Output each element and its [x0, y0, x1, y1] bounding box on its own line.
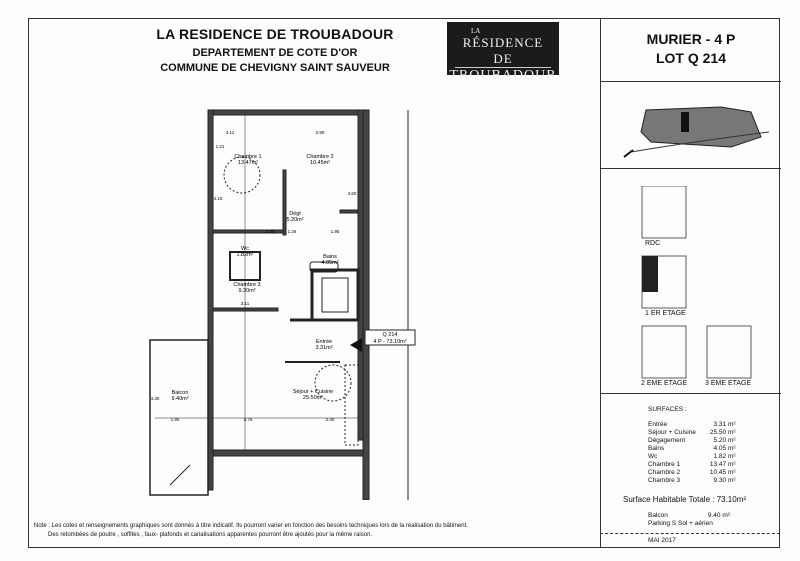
- date: MAI 2017: [648, 537, 676, 544]
- room-label: 3.31m²: [315, 345, 332, 351]
- header: LA RESIDENCE DE TROUBADOUR DEPARTEMENT D…: [150, 26, 400, 74]
- room-label: 9.30m²: [238, 288, 255, 294]
- room-label: Dégt: [289, 211, 301, 217]
- dimension-label: 1.30: [266, 229, 275, 234]
- floor-plan: Chambre 113.47m² Chambre 210.45m² Dégt5.…: [149, 109, 416, 500]
- dimension-label: 1.90: [171, 417, 180, 422]
- residence-title: LA RESIDENCE DE TROUBADOUR: [156, 26, 394, 42]
- balcony-outline: [149, 339, 209, 496]
- room-label: 5.20m²: [286, 217, 303, 223]
- floor-thumbnails: [641, 186, 752, 379]
- dimension-label: 3.11: [226, 130, 235, 135]
- site-plan-map: [623, 106, 770, 158]
- room-label: Balcon: [172, 390, 189, 396]
- room-label: 4 P - 73.10m²: [373, 339, 406, 345]
- room-label: Chambre 2: [306, 154, 333, 160]
- floor-1: 1 ER ETAGE: [645, 310, 686, 317]
- residence-logo: LA RÉSIDENCE DE TROUBADOUR: [447, 22, 559, 83]
- room-label: Chambre 1: [234, 154, 261, 160]
- floor-rdc: RDC: [645, 240, 661, 247]
- department: DEPARTEMENT DE COTE D'OR: [192, 47, 358, 59]
- dimension-label: 3.11: [241, 301, 250, 306]
- dimension-label: 2.40: [326, 417, 335, 422]
- floor-3: 3 EME ETAGE: [705, 380, 752, 387]
- room-label: 9.40m²: [171, 396, 188, 402]
- room-label: Séjour + Cuisine: [293, 389, 334, 395]
- note: Note : Les cotes et renseignements graph…: [34, 523, 468, 538]
- room-label: Q 214: [383, 332, 398, 338]
- room-label: 10.45m²: [310, 160, 330, 166]
- selected-floor-marker: [642, 256, 658, 292]
- dimension-label: 1.21: [216, 144, 225, 149]
- lot-tag: Q 214 4 P - 73.10m²: [350, 329, 416, 352]
- dimension-label: 4.15: [214, 196, 223, 201]
- dimension-label: 2.90: [316, 130, 325, 135]
- north-arrow-icon: [169, 464, 191, 486]
- dimension-label: 4.30: [151, 396, 160, 401]
- floor-2: 2 EME ETAGE: [641, 380, 688, 387]
- room-label: 25.50m²: [303, 395, 323, 401]
- room-label: 4.05m²: [321, 260, 338, 266]
- dimension-label: 1.95: [331, 229, 340, 234]
- total-surface: Surface Habitable Totale : 73.10m²: [623, 495, 747, 504]
- room-label: 13.47m²: [238, 160, 258, 166]
- north-arrow-icon: [623, 149, 634, 158]
- lot-number: LOT Q 214: [655, 50, 727, 66]
- apartment-type: MURIER - 4 P: [646, 31, 736, 47]
- document-frame: [28, 18, 780, 548]
- room-label: Wc: [241, 246, 249, 252]
- wall: [207, 109, 359, 116]
- dimension-label: 3.75: [244, 417, 253, 422]
- dimension-label: 1.26: [288, 229, 297, 234]
- room-label: Chambre 3: [233, 282, 260, 288]
- lot-box: MURIER - 4 P LOT Q 214: [601, 18, 781, 82]
- room-label: 1.82m²: [236, 252, 253, 258]
- room-label: Entrée: [316, 339, 332, 345]
- commune: COMMUNE DE CHEVIGNY SAINT SAUVEUR: [160, 62, 390, 74]
- dimension-label: 3.60: [348, 191, 357, 196]
- room-label: Bains: [323, 254, 337, 260]
- info-column: MURIER - 4 P LOT Q 214 RDC 1 ER ETAGE 2 …: [600, 18, 781, 548]
